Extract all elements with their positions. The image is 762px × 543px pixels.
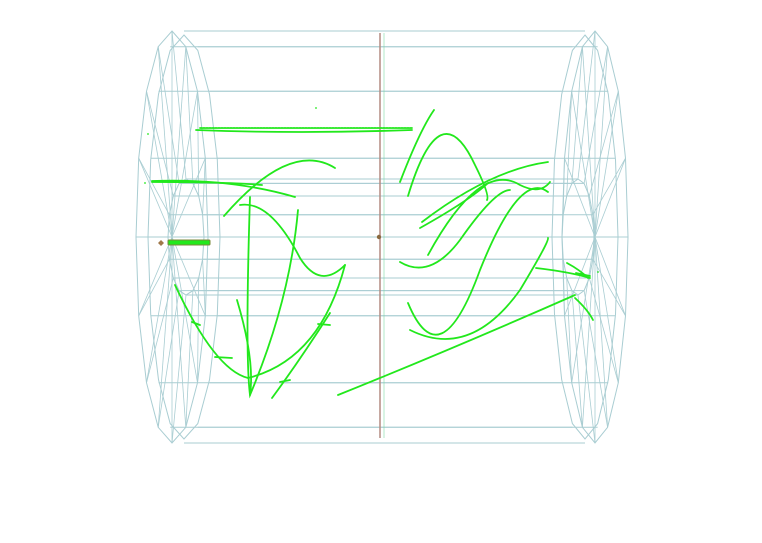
- track-23: [214, 356, 233, 359]
- track-18: [409, 237, 549, 340]
- right-endcap-link: [583, 46, 608, 184]
- left-endcap-spoke: [146, 236, 173, 383]
- track-17: [407, 187, 549, 336]
- primary-vertex: [376, 234, 382, 240]
- track-5: [223, 159, 336, 217]
- right-endcap-spoke: [594, 91, 619, 238]
- left-endcap-spoke: [171, 91, 198, 238]
- track-10: [271, 312, 331, 399]
- left-endcap-link: [185, 46, 194, 184]
- track-13: [419, 182, 489, 229]
- left-endcap-link: [157, 46, 180, 184]
- track-19: [337, 294, 576, 396]
- left-endcap-link: [138, 158, 170, 215]
- right-endcap-spoke: [594, 236, 626, 316]
- right-endcap-link: [562, 259, 565, 316]
- left-endcap-link: [171, 294, 187, 444]
- left-endcap-spoke: [157, 236, 173, 428]
- track-14: [421, 161, 549, 223]
- left-endcap-spoke: [171, 158, 206, 238]
- track-12: [407, 133, 489, 201]
- track-16: [399, 189, 511, 269]
- track-26: [575, 272, 591, 277]
- right-endcap-spoke: [594, 236, 619, 383]
- calorimeter-cluster-outline: [167, 239, 211, 246]
- right-endcap-ring: [551, 34, 619, 440]
- track-27: [279, 379, 291, 383]
- calorimeter-cluster: [168, 240, 210, 245]
- track-24: [317, 323, 331, 326]
- right-endcap-spoke: [582, 46, 596, 238]
- left-endcap-spoke: [171, 46, 187, 238]
- stray-hit: [597, 271, 599, 273]
- track-15: [427, 179, 551, 256]
- track-7: [246, 196, 299, 399]
- left-endcap-link: [138, 259, 170, 316]
- right-endcap-spoke: [564, 236, 596, 316]
- track-25: [191, 321, 201, 326]
- track-21: [566, 262, 589, 279]
- track-1: [195, 129, 413, 133]
- stray-hit: [315, 107, 317, 109]
- stray-hit: [144, 182, 146, 184]
- track-11: [399, 109, 435, 183]
- left-endcap-link: [197, 91, 200, 197]
- left-endcap-link: [185, 290, 194, 428]
- track-6: [239, 203, 346, 277]
- left-endcap-spoke: [157, 46, 173, 238]
- left-endcap-link: [146, 91, 174, 197]
- right-endcap-spoke: [594, 236, 608, 428]
- right-endcap-link: [592, 157, 626, 216]
- hit-marker: [158, 240, 164, 246]
- left-endcap-spoke: [146, 91, 173, 238]
- right-endcap-link: [588, 277, 619, 383]
- right-endcap-link: [571, 290, 583, 428]
- right-endcap-link: [571, 46, 583, 184]
- detector-hits: [144, 107, 599, 273]
- left-endcap-spoke: [171, 236, 206, 316]
- right-endcap-link: [588, 91, 619, 197]
- left-endcap-spoke: [138, 158, 173, 238]
- right-endcap-spoke: [582, 236, 596, 428]
- right-endcap-spoke: [564, 158, 596, 238]
- left-endcap-link: [171, 30, 187, 180]
- track-22: [574, 297, 594, 321]
- right-endcap-link: [562, 158, 565, 215]
- left-endcap-link: [202, 259, 206, 316]
- right-endcap-spoke: [571, 91, 596, 238]
- right-endcap-spoke: [571, 236, 596, 383]
- right-endcap-link: [566, 277, 573, 383]
- left-endcap-link: [146, 277, 174, 383]
- particle-tracks: [151, 109, 594, 399]
- track-9: [236, 299, 252, 396]
- left-endcap-ring: [147, 34, 221, 440]
- right-endcap-spoke: [594, 158, 626, 238]
- right-endcap-link: [592, 258, 626, 317]
- right-endcap-link: [566, 91, 573, 197]
- track-8: [174, 264, 346, 379]
- left-endcap-link: [202, 158, 206, 215]
- left-endcap-spoke: [171, 236, 187, 428]
- left-endcap-link: [157, 290, 180, 428]
- right-endcap-spoke: [594, 46, 608, 238]
- stray-hit: [147, 133, 149, 135]
- detector-wireframe: [135, 30, 629, 444]
- left-endcap-spoke: [138, 236, 173, 316]
